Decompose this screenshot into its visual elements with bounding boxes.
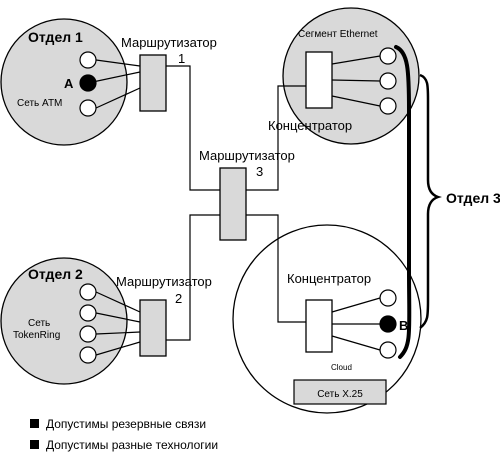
router-2-label: Маршрутизатор [116, 274, 212, 289]
cloud-label: Cloud [331, 363, 352, 372]
backbone-link [394, 45, 412, 359]
node-a-label: A [64, 76, 74, 91]
router-3 [219, 167, 247, 241]
legend-item-1: Допустимы резервные связи [46, 417, 206, 431]
dept1-links [87, 59, 141, 109]
dept2-node-4 [79, 346, 97, 364]
ethernet-links [331, 55, 381, 107]
router-1-num: 1 [178, 51, 185, 66]
dept2-node-3 [79, 325, 97, 343]
hub-top [305, 51, 333, 109]
dept1-net-label: Сеть ATM [17, 98, 62, 109]
dept1-node-bottom [79, 99, 97, 117]
router-3-num: 3 [256, 164, 263, 179]
x25-box [293, 379, 387, 405]
wiring [166, 65, 306, 341]
router-1 [139, 54, 167, 112]
cloud-links [331, 297, 381, 351]
dept2-node-2 [79, 304, 97, 322]
router-2 [139, 299, 167, 357]
router-2-num: 2 [175, 291, 182, 306]
dept1-node-top [79, 51, 97, 69]
dept3-brace [419, 73, 442, 329]
eth-node-2 [379, 72, 397, 90]
dept1-circle [0, 18, 128, 146]
dept2-net-line1: Сеть [28, 318, 50, 329]
dept2-links [95, 291, 141, 356]
hub-top-label: Концентратор [268, 118, 352, 133]
cloud-node-3 [379, 341, 397, 359]
router-3-label: Маршрутизатор [199, 148, 295, 163]
x25-label: Сеть X.25 [317, 389, 363, 400]
node-b-label: B [399, 318, 408, 333]
eth-node-3 [379, 97, 397, 115]
hub-bottom-label: Концентратор [287, 271, 371, 286]
dept3-title: Отдел 3 [446, 190, 500, 206]
hub-bottom [305, 299, 333, 353]
dept2-node-1 [79, 283, 97, 301]
eth-node-1 [379, 47, 397, 65]
legend-item-2: Допустимы разные технологии [46, 438, 218, 452]
cloud-node-1 [379, 289, 397, 307]
ethernet-label: Сегмент Ethernet [298, 29, 378, 40]
cloud-node-b [379, 315, 397, 333]
dept1-title: Отдел 1 [28, 29, 83, 45]
legend-bullet-1 [30, 419, 39, 428]
legend-bullet-2 [30, 440, 39, 449]
dept2-net-line2: TokenRing [13, 330, 60, 341]
router-1-label: Маршрутизатор [121, 35, 217, 50]
dept1-node-a [79, 74, 97, 92]
dept2-title: Отдел 2 [28, 266, 83, 282]
